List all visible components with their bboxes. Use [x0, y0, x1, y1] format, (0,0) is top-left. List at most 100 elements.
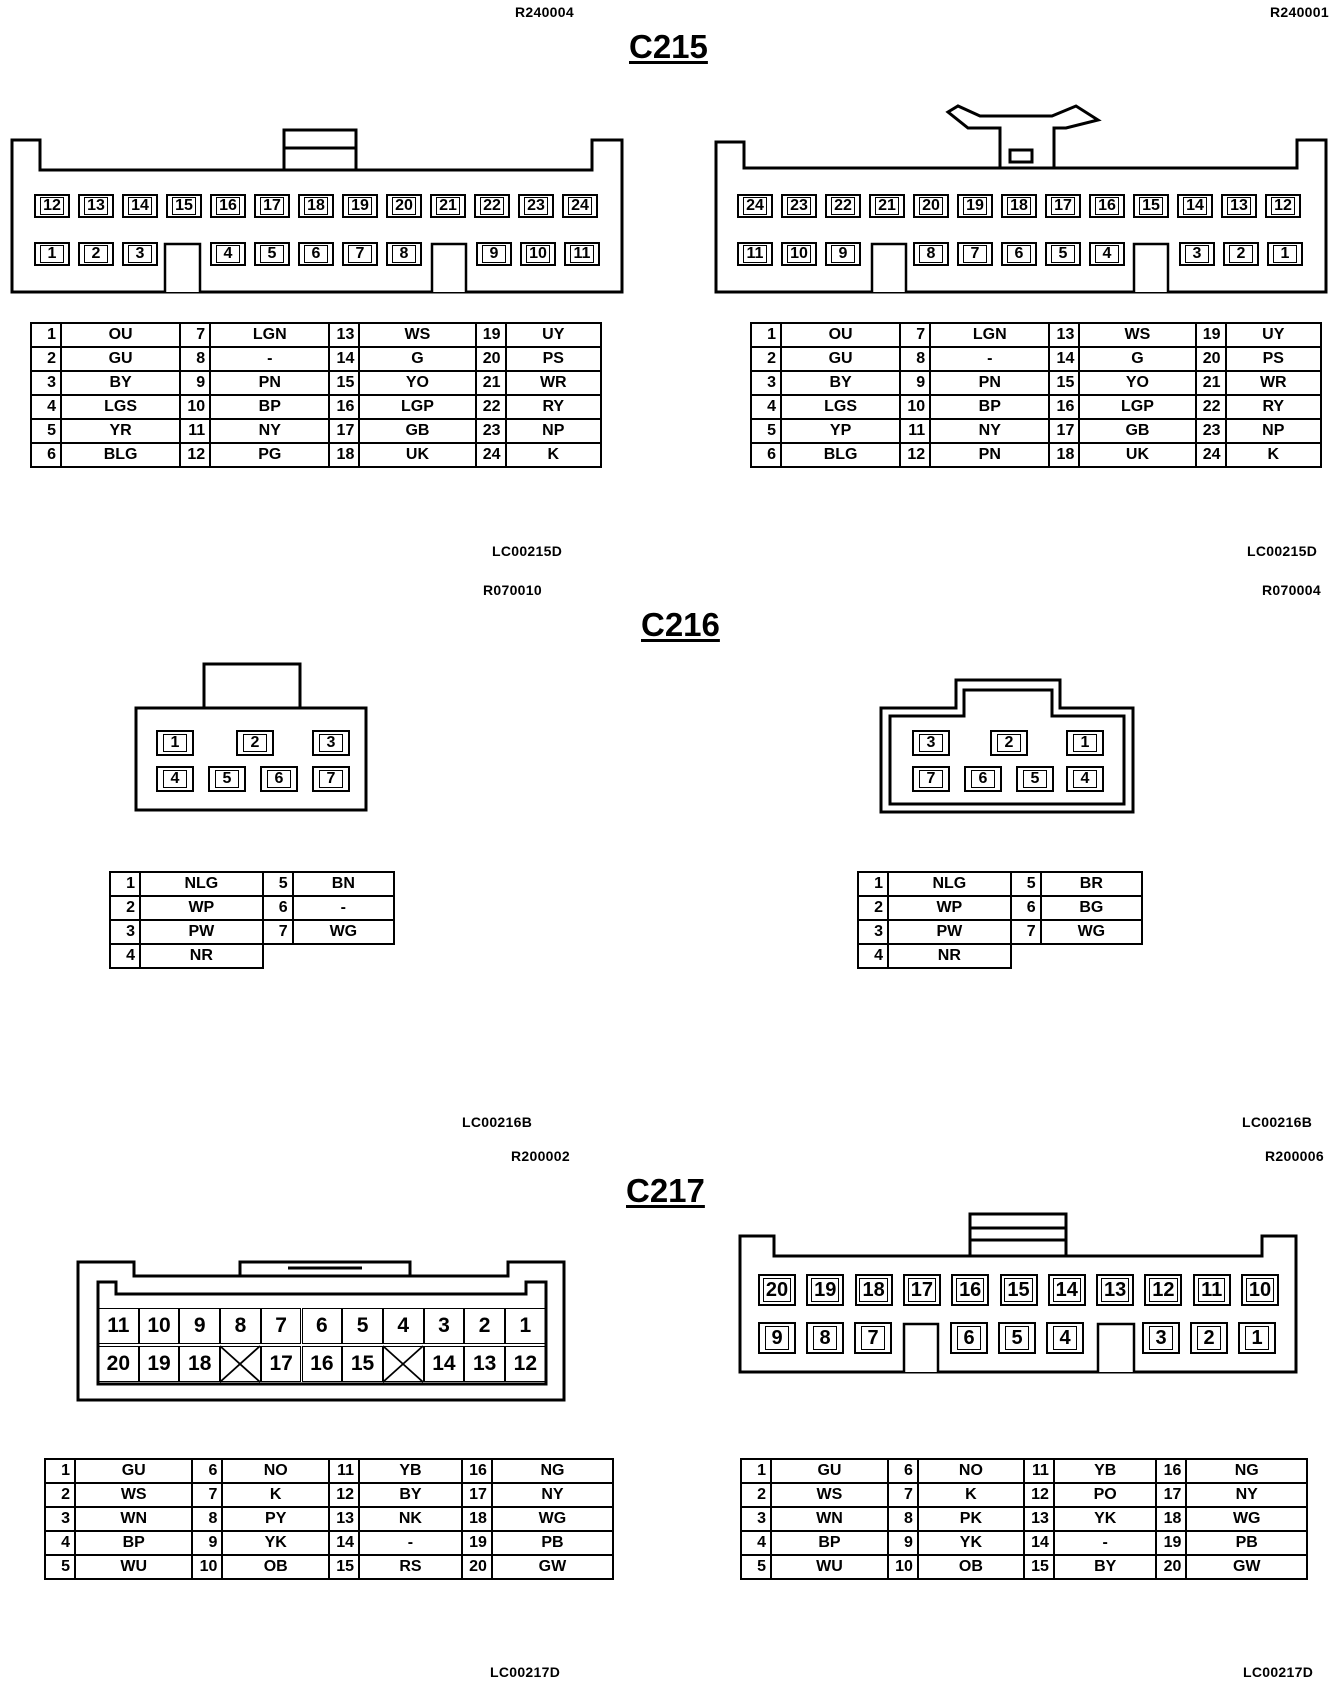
pin: 23	[781, 194, 817, 218]
wire-color-cell: GU	[779, 346, 902, 372]
pin-number-cell: 13	[1048, 322, 1081, 348]
wire-color-cell: LGS	[59, 394, 182, 420]
pin-number-cell: 20	[1194, 346, 1227, 372]
wire-color-cell: GW	[1185, 1554, 1308, 1580]
wire-color-cell: WS	[73, 1482, 194, 1508]
wire-color-cell: WS	[1078, 322, 1197, 348]
pin-number-cell: 14	[1048, 346, 1081, 372]
pin: 12	[505, 1346, 546, 1382]
pin-number: 15	[1004, 1278, 1033, 1302]
wire-color-cell: UK	[1078, 442, 1197, 468]
ref-code-r070010: R070010	[483, 582, 542, 598]
wire-color-cell: PW	[887, 919, 1012, 945]
pin: 16	[951, 1274, 990, 1306]
c217-right-latch	[968, 1212, 1068, 1258]
pin-number-cell: 5	[44, 1554, 76, 1580]
wire-color-cell: UY	[504, 322, 603, 348]
pin: 13	[1221, 194, 1257, 218]
pin-number-cell: 7	[1009, 919, 1042, 945]
wire-color-cell: LGS	[779, 394, 902, 420]
wire-color-cell: NR	[139, 943, 264, 969]
pin-number-cell: 15	[1048, 370, 1081, 396]
pin-number: 21	[436, 197, 460, 215]
wire-color-cell: PY	[221, 1506, 330, 1532]
pin-number-cell	[263, 944, 293, 968]
pin-number: 22	[831, 197, 855, 215]
pin: 8	[386, 242, 422, 266]
pin: 8	[806, 1322, 844, 1354]
pin: 24	[562, 194, 598, 218]
pin: 5	[1045, 242, 1081, 266]
pin: 6	[301, 1308, 343, 1344]
wire-color-cell: G	[1078, 346, 1197, 372]
pin: 7	[854, 1322, 892, 1354]
pin-number: 6	[957, 1326, 981, 1350]
pin-number-cell: 17	[460, 1482, 493, 1508]
pin: 7	[912, 766, 950, 792]
wire-color-cell: WP	[139, 895, 264, 921]
wire-color-cell: NLG	[139, 871, 264, 897]
pin: 5	[254, 242, 290, 266]
pin-number-cell: 24	[474, 442, 507, 468]
c215-right-housing	[714, 138, 1328, 294]
ref-code-r200002: R200002	[511, 1148, 570, 1164]
pin-number: 4	[163, 770, 187, 788]
pin: 2	[464, 1308, 505, 1344]
pin: 20	[913, 194, 949, 218]
pin: 7	[312, 766, 350, 792]
c215-right-latch	[945, 104, 1102, 168]
pin: 19	[957, 194, 993, 218]
wire-color-cell: WU	[770, 1554, 889, 1580]
pin-number: 14	[1183, 197, 1207, 215]
wire-color-cell: YR	[59, 418, 182, 444]
wire-color-cell: K	[916, 1482, 1025, 1508]
wire-color-cell: WN	[73, 1506, 194, 1532]
pin: 5	[1016, 766, 1054, 792]
pin-number-cell: 22	[1194, 394, 1227, 420]
pin-number-cell: 13	[328, 322, 361, 348]
wire-color-cell: NG	[1185, 1458, 1308, 1484]
ref-code-r070004: R070004	[1262, 582, 1321, 598]
pin-number: 8	[813, 1326, 837, 1350]
pin-number-cell: 10	[191, 1554, 224, 1580]
pin: 7	[957, 242, 993, 266]
c216-right-housing	[879, 678, 1135, 814]
wire-color-cell: GU	[73, 1458, 194, 1484]
pin-number-cell: 6	[261, 895, 294, 921]
wire-color-cell: WN	[770, 1506, 889, 1532]
wire-color-cell: YB	[1052, 1458, 1158, 1484]
pin-number: 7	[319, 770, 343, 788]
pin-number-cell: 5	[750, 418, 782, 444]
pin-number: 6	[304, 245, 328, 263]
pin-number-cell: 19	[460, 1530, 493, 1556]
pin-number-cell: 11	[327, 1458, 360, 1484]
wire-color-cell: PG	[209, 442, 331, 468]
wire-color-cell: BLG	[59, 442, 182, 468]
pin: 2	[1223, 242, 1259, 266]
pin-number-cell: 12	[1022, 1482, 1055, 1508]
pin-number-cell: 10	[179, 394, 212, 420]
pin-number-cell: 2	[740, 1482, 772, 1508]
wire-color-cell: NO	[221, 1458, 330, 1484]
wire-color-cell: K	[504, 442, 603, 468]
pin: 4	[382, 1308, 424, 1344]
wire-color-cell: BG	[1039, 895, 1144, 921]
pin-number-cell: 24	[1194, 442, 1227, 468]
pin-number-cell: 6	[886, 1458, 919, 1484]
pin: 17	[260, 1346, 302, 1382]
wire-color-cell: NY	[1185, 1482, 1308, 1508]
pin-number: 11	[743, 245, 767, 263]
wire-color-cell: -	[929, 346, 1051, 372]
pin-number-cell: 12	[899, 442, 932, 468]
